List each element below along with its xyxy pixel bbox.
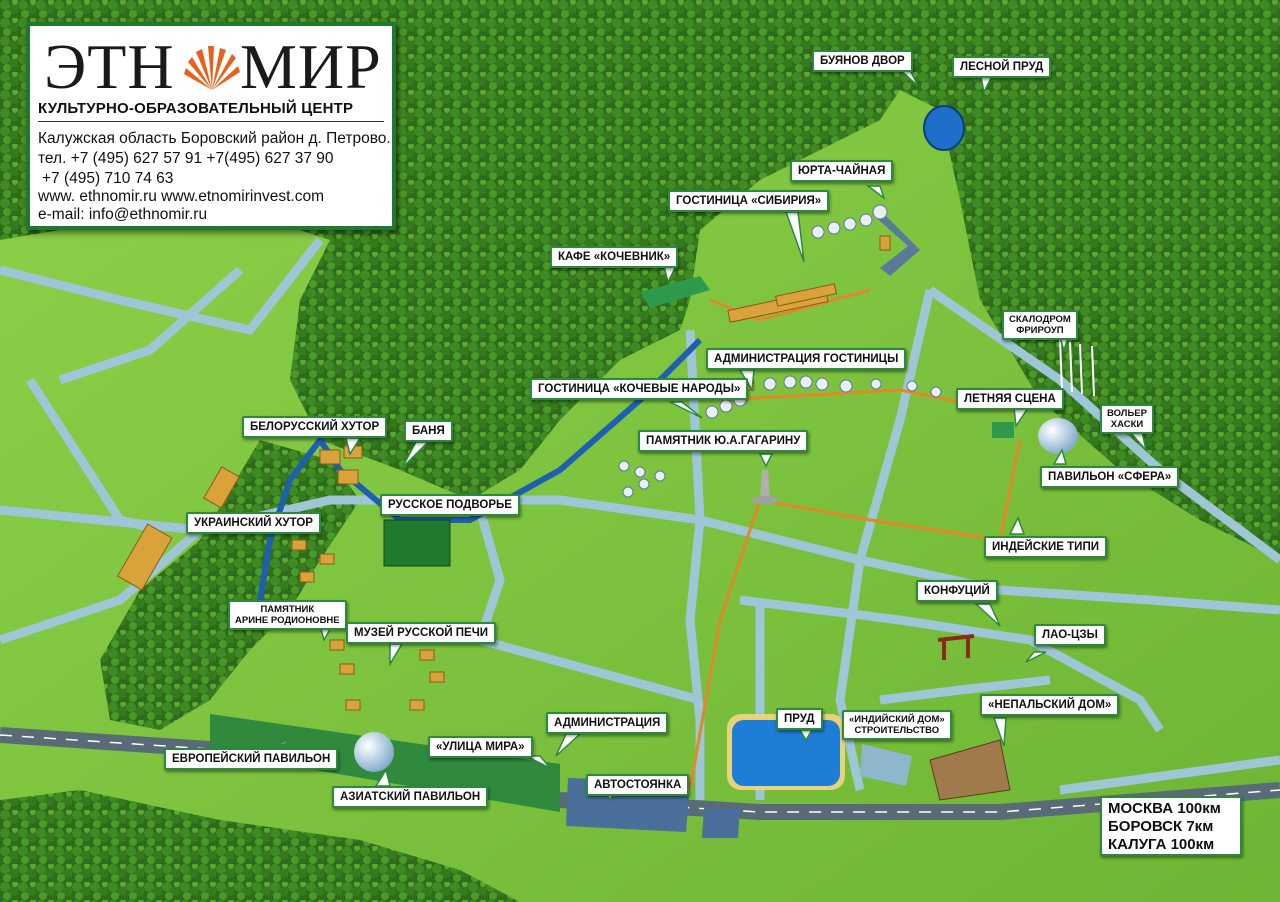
websites-text: www. ethnomir.ru www.etnomirinvest.com [38, 188, 324, 205]
label-avtostoyanka[interactable]: АВТОСТОЯНКА [586, 774, 690, 796]
indian-house-site [860, 744, 912, 786]
label-volyer-line1: ВОЛЬЕР [1107, 408, 1147, 419]
distance-borovsk: БОРОВСК 7км [1108, 818, 1214, 835]
label-skalodrom[interactable]: СКАЛОДРОМ ФРИРОУП [1002, 310, 1078, 340]
label-skalodrom-line2: ФРИРОУП [1016, 325, 1064, 336]
forest-south [0, 790, 520, 902]
label-pavilon-sfera[interactable]: ПАВИЛЬОН «СФЕРА» [1040, 466, 1180, 488]
label-konfutsiy[interactable]: КОНФУЦИЙ [916, 580, 998, 602]
label-administratsiya[interactable]: АДМИНИСТРАЦИЯ [546, 712, 669, 734]
label-ulitsa-mira[interactable]: «УЛИЦА МИРА» [428, 736, 533, 758]
label-gostinitsa-kochevye[interactable]: ГОСТИНИЦА «КОЧЕВЫЕ НАРОДЫ» [530, 378, 749, 400]
stream [257, 337, 703, 601]
phone-line-1: тел. +7 (495) 627 57 91 +7(495) 627 37 9… [38, 150, 334, 167]
russian-courtyard [383, 519, 451, 567]
label-pamyatnik-gagarinu[interactable]: ПАМЯТНИК Ю.А.ГАГАРИНУ [638, 430, 809, 452]
label-volyer-line2: ХАСКИ [1110, 419, 1144, 430]
label-administratsiya-gostinitsy[interactable]: АДМИНИСТРАЦИЯ ГОСТИНИЦЫ [706, 348, 907, 370]
label-muzey-pechi[interactable]: МУЗЕЙ РУССКОЙ ПЕЧИ [346, 622, 497, 644]
yurts [618, 204, 942, 498]
label-aziatsky-pavilon[interactable]: АЗИАТСКИЙ ПАВИЛЬОН [332, 786, 489, 808]
label-buyanov-dvor[interactable]: БУЯНОВ ДВОР [812, 50, 913, 72]
main-pond [732, 720, 840, 786]
label-nepalsky-dom[interactable]: «НЕПАЛЬСКИЙ ДОМ» [980, 694, 1120, 716]
label-pamyatnik-arine-line1: ПАМЯТНИК [260, 604, 315, 615]
label-pamyatnik-arine[interactable]: ПАМЯТНИК АРИНЕ РОДИОНОВНЕ [228, 600, 347, 630]
phone-line-2: +7 (495) 710 74 63 [42, 170, 174, 187]
chinese-gate [937, 634, 975, 660]
logo-text-left: ЭТН [44, 31, 175, 102]
label-indiysky-dom-line1: «ИНДИЙСКИЙ ДОМ» [849, 714, 945, 725]
label-indeyskie-tipi[interactable]: ИНДЕЙСКИЕ ТИПИ [984, 536, 1107, 558]
label-yurta-chaynaya[interactable]: ЮРТА-ЧАЙНАЯ [790, 160, 894, 182]
label-pamyatnik-arine-line2: АРИНЕ РОДИОНОВНЕ [235, 615, 340, 626]
email-text: e-mail: info@ethnomir.ru [38, 206, 208, 223]
label-indiysky-dom-line2: СТРОИТЕЛЬСТВО [854, 725, 940, 736]
label-volyer-khaski[interactable]: ВОЛЬЕР ХАСКИ [1100, 404, 1154, 434]
info-panel: ЭТН МИР КУЛЬТУРНО-ОБРАЗОВАТЕЛЬНЫЙ ЦЕНТР … [26, 22, 396, 230]
climbing-masts [1059, 339, 1095, 397]
parking-lot-2 [702, 808, 740, 838]
label-kafe-kochevnik[interactable]: КАФЕ «КОЧЕВНИК» [550, 246, 679, 268]
label-belorussky-khutor[interactable]: БЕЛОРУССКИЙ ХУТОР [242, 416, 388, 438]
label-letnyaya-stsena[interactable]: ЛЕТНЯЯ СЦЕНА [956, 388, 1064, 410]
gagarin-monument [760, 470, 770, 500]
label-lao-tszy[interactable]: ЛАО-ЦЗЫ [1034, 624, 1106, 646]
label-ukrainsky-khutor[interactable]: УКРАИНСКИЙ ХУТОР [186, 512, 321, 534]
siberia-hotel-wall [872, 210, 920, 276]
summer-stage [992, 422, 1014, 438]
address-text: Калужская область Боровский район д. Пет… [38, 130, 391, 147]
label-gostinitsa-sibiriya[interactable]: ГОСТИНИЦА «СИБИРИЯ» [668, 190, 830, 212]
label-skalodrom-line1: СКАЛОДРОМ [1009, 314, 1071, 325]
asian-pavilion-dome [354, 732, 394, 772]
sphere-pavilion [1038, 418, 1078, 454]
hut-buildings [116, 235, 891, 711]
label-russkoe-podvorye[interactable]: РУССКОЕ ПОДВОРЬЕ [380, 494, 520, 516]
header-divider [38, 121, 384, 122]
center-subtitle: КУЛЬТУРНО-ОБРАЗОВАТЕЛЬНЫЙ ЦЕНТР [38, 100, 354, 117]
nepal-house [929, 739, 1011, 801]
ethnomir-logo: ЭТН МИР [44, 32, 384, 102]
sunburst-logo-icon [184, 46, 240, 90]
label-prud[interactable]: ПРУД [776, 708, 823, 730]
label-evropeysky-pavilon[interactable]: ЕВРОПЕЙСКИЙ ПАВИЛЬОН [164, 748, 339, 770]
cafe-nomad-building [640, 276, 710, 308]
label-banya[interactable]: БАНЯ [404, 420, 453, 442]
distance-panel: МОСКВА 100км БОРОВСК 7км КАЛУГА 100км [1100, 796, 1242, 856]
label-lesnoy-prud[interactable]: ЛЕСНОЙ ПРУД [952, 56, 1052, 78]
distance-kaluga: КАЛУГА 100км [1108, 836, 1215, 853]
distance-moskva: МОСКВА 100км [1108, 800, 1221, 817]
label-indiysky-dom[interactable]: «ИНДИЙСКИЙ ДОМ» СТРОИТЕЛЬСТВО [842, 710, 952, 740]
forest-pond [923, 105, 965, 151]
logo-text-right: МИР [240, 31, 382, 102]
